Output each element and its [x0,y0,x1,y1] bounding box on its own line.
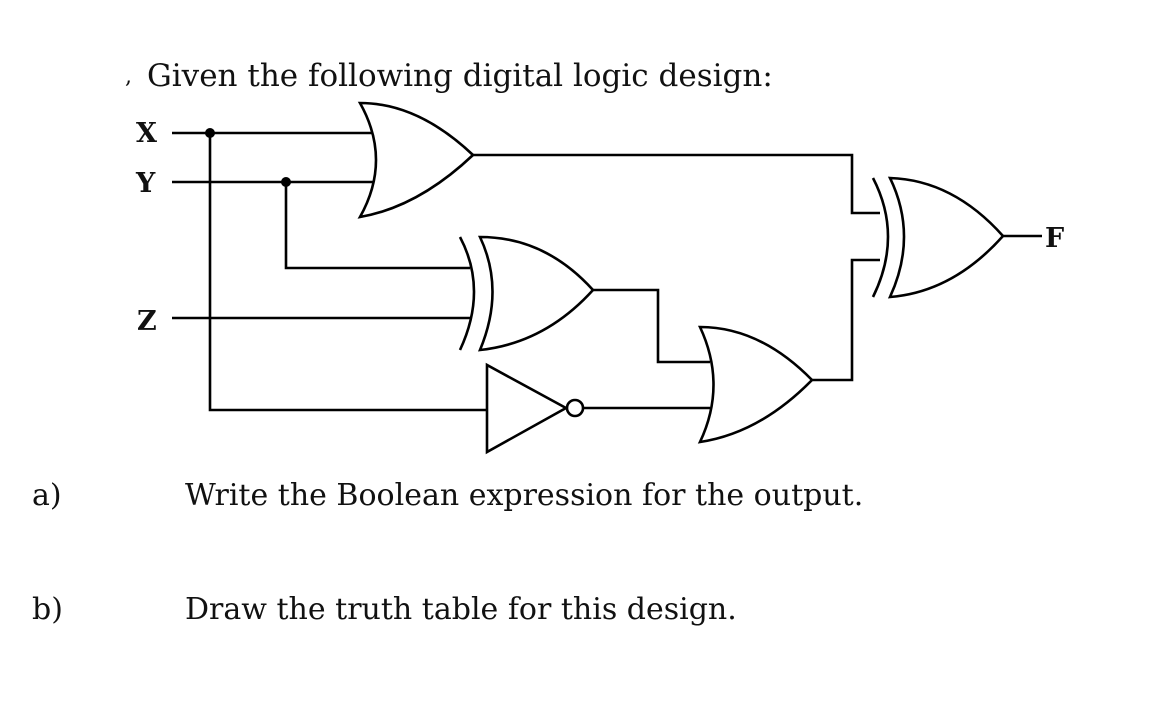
not-gate [485,362,585,455]
question-b-text: Draw the truth table for this design. [185,592,737,627]
or-gate-2 [697,325,814,444]
xor-gate-1 [458,235,595,352]
page-title: Given the following digital logic design… [147,58,773,94]
input-label-x: X [136,118,157,149]
xor-gate-2 [871,176,1005,299]
or-gate-1 [357,101,475,219]
wire-or2-to-xor2 [812,258,880,382]
input-label-y: Y [135,168,156,199]
input-label-z: Z [137,306,157,337]
junction-dot-y [281,177,291,187]
question-a-text: Write the Boolean expression for the out… [185,478,864,513]
stray-mark: , [125,64,132,89]
wire-xor1-to-or2 [593,288,710,364]
junction-dot-x [205,128,215,138]
wire-x-branch-to-not [208,133,487,412]
question-b-letter: b) [32,592,63,627]
inverter-bubble [565,398,585,418]
wire-or1-to-xor2 [473,153,880,215]
question-a-letter: a) [32,478,62,513]
wire-y-branch-to-xor [284,182,470,270]
output-label-f: F [1045,223,1064,254]
